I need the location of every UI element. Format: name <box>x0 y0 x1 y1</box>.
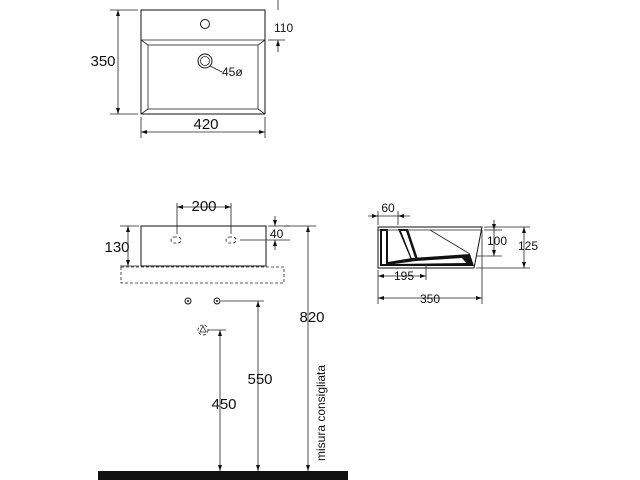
front-view: 200 130 40 820 misura consigliata <box>98 198 348 480</box>
front-height-label: 130 <box>104 239 129 256</box>
tap-offset-label: 110 <box>274 21 293 35</box>
rim-width-label: 60 <box>381 201 395 215</box>
drain-diameter-label: 45ø <box>222 65 243 79</box>
floor-line <box>98 471 348 480</box>
top-view-basin <box>147 44 259 110</box>
top-width-label: 420 <box>193 116 218 133</box>
drain-position-label: 195 <box>394 269 414 283</box>
side-depth-label: 350 <box>420 292 440 306</box>
top-view: 45ø 350 420 110 <box>90 0 293 138</box>
side-view: 60 100 125 195 350 <box>368 201 538 306</box>
drain-icon <box>197 53 213 69</box>
front-view-basin <box>140 225 267 267</box>
hole-spacing-label: 200 <box>191 198 216 215</box>
side-view-outline <box>377 226 483 269</box>
tap-hole-icon <box>200 19 210 29</box>
hole-height-label: 40 <box>270 227 284 241</box>
water-connection-left-icon <box>184 297 192 305</box>
inner-depth-label: 100 <box>487 234 507 248</box>
outer-height-label: 125 <box>518 239 538 253</box>
top-view-outline <box>140 9 266 115</box>
top-height-label: 350 <box>90 53 115 70</box>
countertop-outline <box>120 266 285 284</box>
height-450-label: 450 <box>211 396 236 413</box>
recommended-measure-note: misura consigliata <box>314 365 328 461</box>
fixing-hole-right <box>225 236 237 244</box>
fixing-hole-left <box>170 236 182 244</box>
total-height-label: 820 <box>299 309 324 326</box>
height-550-label: 550 <box>247 371 272 388</box>
water-connection-right-icon <box>213 297 221 305</box>
